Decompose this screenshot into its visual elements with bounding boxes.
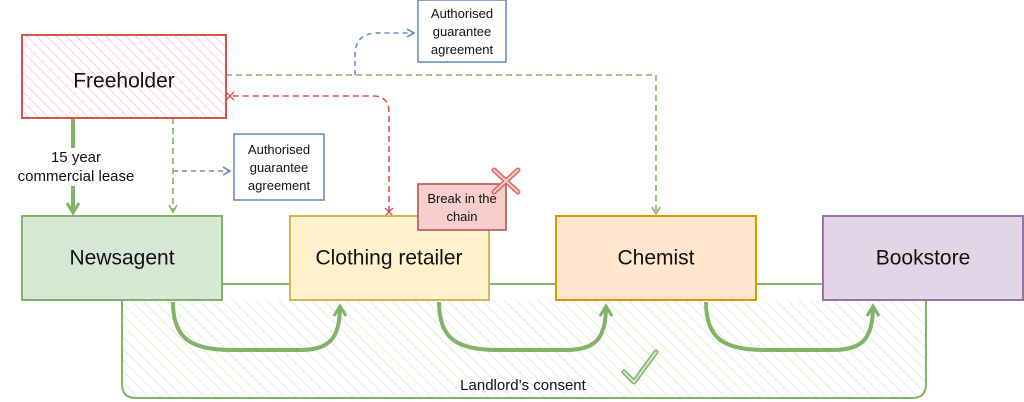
guarantee-mid-line2: guarantee bbox=[250, 160, 309, 175]
consent-arrow-clothing-to-chemist bbox=[437, 301, 614, 352]
guarantee-agreement-top: Authorised guarantee agreement bbox=[417, 0, 507, 63]
break-line1: Break in the bbox=[427, 191, 496, 206]
guarantee-agreement-mid: Authorised guarantee agreement bbox=[233, 133, 325, 201]
break-in-chain-box: Break in the chain bbox=[417, 183, 507, 231]
guarantee-top-line2: guarantee bbox=[433, 24, 492, 39]
connectors bbox=[65, 28, 661, 217]
lease-label-line1: 15 year bbox=[51, 149, 101, 166]
guarantee-mid-line3: agreement bbox=[248, 178, 311, 193]
lease-label: 15 year commercial lease bbox=[18, 148, 140, 186]
checkmark-icon bbox=[621, 349, 659, 385]
bookstore-label: Bookstore bbox=[876, 247, 971, 270]
lease-label-line2: commercial lease bbox=[18, 168, 135, 185]
consent-arrows bbox=[171, 301, 881, 352]
consent-arrow-chemist-to-bookstore bbox=[704, 301, 881, 352]
freeholder-to-chemist-arrow bbox=[226, 74, 661, 216]
freeholder-node: Freeholder bbox=[21, 34, 227, 119]
consent-arrow-newsagent-to-clothing bbox=[171, 301, 348, 352]
newsagent-node: Newsagent bbox=[21, 215, 223, 301]
break-line2: chain bbox=[446, 209, 477, 224]
guarantee-mid-line1: Authorised bbox=[248, 142, 310, 157]
newsagent-label: Newsagent bbox=[69, 247, 174, 270]
consent-label: Landlord’s consent bbox=[460, 377, 586, 394]
cross-icon bbox=[491, 167, 521, 195]
freeholder-label: Freeholder bbox=[73, 70, 175, 93]
clothing-retailer-node: Clothing retailer bbox=[289, 215, 490, 301]
chemist-node: Chemist bbox=[555, 215, 757, 301]
bookstore-node: Bookstore bbox=[822, 215, 1024, 301]
guarantee-top-line3: agreement bbox=[431, 42, 494, 57]
top-guarantee-arrow bbox=[354, 28, 416, 75]
clothing-retailer-label: Clothing retailer bbox=[315, 247, 462, 270]
guarantee-top-line1: Authorised bbox=[431, 6, 493, 21]
broken-chain-link bbox=[225, 91, 394, 217]
chemist-label: Chemist bbox=[617, 247, 694, 270]
